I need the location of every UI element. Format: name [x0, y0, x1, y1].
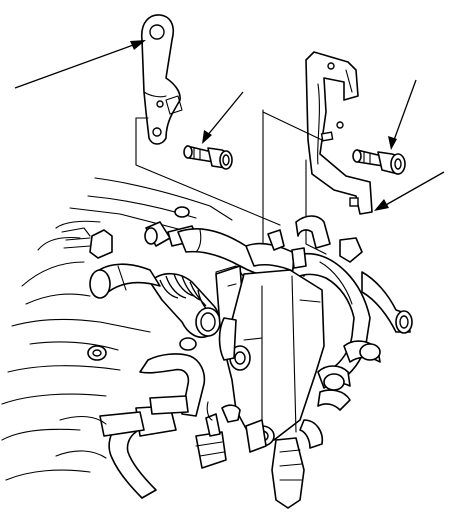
- left-bracket-arrow: [14, 40, 146, 89]
- sensor-connector-lower: [195, 401, 241, 469]
- center-hose: [245, 242, 305, 277]
- hose-clamp-right: [317, 340, 381, 411]
- engine-hanger-bracket-right: [305, 51, 373, 215]
- reference-line-left: [135, 117, 281, 226]
- lower-pipe: [108, 353, 206, 499]
- lower-intake-hose: [89, 263, 161, 299]
- bottom-left-pipes: [55, 395, 189, 459]
- engine-hanger-bracket-left: [140, 14, 183, 145]
- left-bolt-arrow: [202, 91, 244, 144]
- corrugated-hose: [149, 272, 221, 338]
- right-bolt-arrow: [388, 79, 417, 150]
- right-bracket-arrow: [374, 171, 445, 211]
- flange-bolt-right: [352, 149, 406, 175]
- flange-bolt-left: [183, 145, 233, 170]
- lower-harness: [271, 419, 324, 509]
- engine-block: [1, 177, 233, 481]
- throttle-body-housing: [218, 269, 325, 453]
